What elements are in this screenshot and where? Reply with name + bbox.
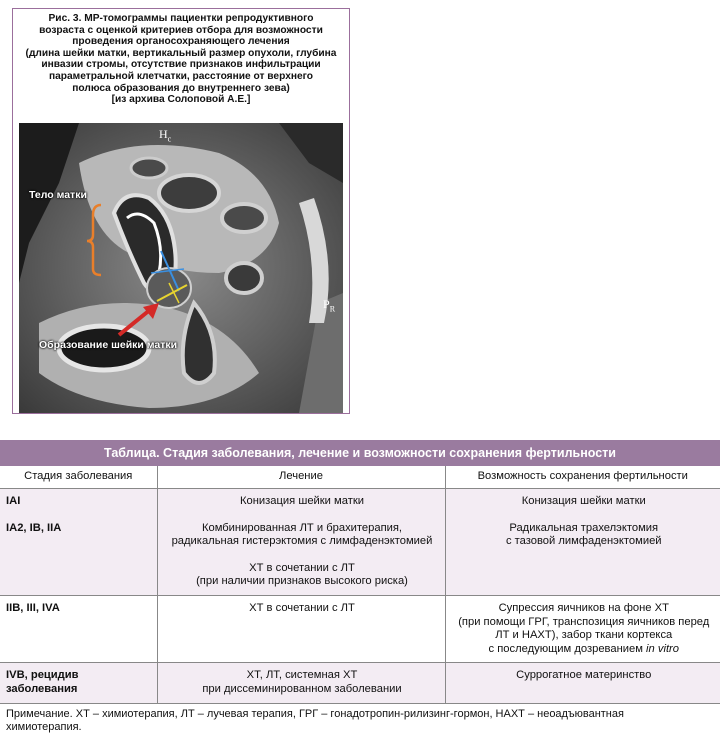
caption-line: Рис. 3. МР-томограммы пациентки репродук…	[48, 13, 314, 24]
table-row: IVB, рецидив заболевания ХТ, ЛТ, системн…	[0, 662, 720, 703]
stage-table-section: Таблица. Стадия заболевания, лечение и в…	[0, 440, 720, 734]
treatment-text: (при наличии признаков высокого риска)	[196, 575, 408, 588]
treatment-text: при диссеминированном заболевании	[202, 682, 402, 695]
stage-text: IVB, рецидив	[6, 669, 79, 682]
mri-image: Нс РR Тело матки Образование шейки матки	[19, 123, 343, 413]
table-header-row: Стадия заболевания Лечение Возможность с…	[0, 466, 720, 489]
caption-line: [из архива Солоповой А.Е.]	[111, 94, 251, 106]
caption-line: возраста с оценкой критериев отбора для …	[39, 24, 323, 36]
fertility-text: (при помощи ГРГ, транспозиция яичников п…	[458, 615, 710, 628]
table-row: IAI IA2, IB, IIA Конизация шейки матки К…	[0, 488, 720, 596]
cell-fertility: Супрессия яичников на фоне ХТ (при помощ…	[444, 594, 720, 663]
cell-fertility: Конизация шейки матки Радикальная трахел…	[444, 488, 720, 596]
letter-right: Р	[323, 297, 330, 311]
cell-treatment: ХТ в сочетании с ЛТ	[156, 594, 445, 663]
treatment-text: Конизация шейки матки	[240, 495, 364, 507]
cell-stage: IAI IA2, IB, IIA	[0, 488, 157, 596]
fertility-text: с тазовой лимфаденэктомией	[505, 535, 662, 548]
cell-treatment: Конизация шейки матки Комбинированная ЛТ…	[156, 488, 445, 596]
caption-line: параметральной клетчатки, расстояние от …	[48, 70, 314, 82]
caption-line: инвазии стромы, отсутствие признаков инф…	[41, 59, 321, 71]
caption-line: проведения органосохраняющего лечения	[72, 36, 290, 48]
mri-scan	[19, 123, 343, 413]
fertility-text: Супрессия яичников на фоне ХТ	[498, 601, 669, 614]
spacer	[166, 549, 439, 562]
stage-text: IAI	[6, 495, 21, 507]
letter-top: Н	[159, 127, 168, 141]
treatment-text: ХТ в сочетании с ЛТ	[249, 601, 355, 614]
fertility-italic: in vitro	[646, 642, 679, 655]
fertility-text: Суррогатное материнство	[516, 669, 652, 682]
table-title: Таблица. Стадия заболевания, лечение и в…	[0, 440, 720, 466]
fertility-text: Конизация шейки матки	[521, 495, 646, 507]
figure-caption: Рис. 3. МР-томограммы пациентки репродук…	[13, 13, 349, 106]
header-stage: Стадия заболевания	[0, 466, 157, 489]
treatment-text: Комбинированная ЛТ и брахитерапия,	[201, 521, 403, 534]
caption-line: полюса образования до внутреннего зева)	[72, 82, 290, 94]
fertility-text: с последующим дозреванием	[488, 642, 643, 655]
label-letter-top: Нс	[159, 127, 171, 143]
stage-text: IA2, IB, IIA	[6, 521, 62, 534]
stage-table: Стадия заболевания Лечение Возможность с…	[0, 466, 720, 703]
figure-frame: Рис. 3. МР-томограммы пациентки репродук…	[12, 8, 350, 414]
fertility-text: ЛТ и НАХТ), забор ткани кортекса	[495, 629, 673, 642]
spacer	[6, 509, 151, 522]
label-uterus-body: Тело матки	[29, 189, 87, 201]
cell-treatment: ХТ, ЛТ, системная ХТ при диссеминированн…	[156, 662, 445, 703]
label-letter-right: РR	[323, 297, 335, 313]
letter-top-sub: с	[167, 134, 172, 144]
note-line: химиотерапия.	[6, 720, 82, 733]
treatment-text: радикальная гистерэктомия с лимфаденэкто…	[171, 535, 433, 548]
header-treatment: Лечение	[156, 466, 445, 489]
letter-right-sub: R	[329, 304, 336, 314]
stage-text: IIB, III, IVA	[6, 601, 60, 614]
label-cervix-mass: Образование шейки матки	[39, 339, 178, 351]
fertility-text-last: с последующим дозреванием in vitro	[454, 643, 715, 657]
treatment-text: ХТ в сочетании с ЛТ	[249, 561, 355, 574]
stage-text: заболевания	[6, 682, 78, 695]
note-line: Примечание. ХТ – химиотерапия, ЛТ – луче…	[6, 707, 624, 720]
table-note: Примечание. ХТ – химиотерапия, ЛТ – луче…	[0, 702, 720, 734]
cell-stage: IIB, III, IVA	[0, 594, 157, 663]
spacer	[454, 509, 715, 522]
cell-stage: IVB, рецидив заболевания	[0, 662, 157, 703]
table-row: IIB, III, IVA ХТ в сочетании с ЛТ Супрес…	[0, 594, 720, 663]
caption-line: (длина шейки матки, вертикальный размер …	[25, 47, 337, 59]
fertility-text: Радикальная трахелэктомия	[509, 521, 659, 534]
cell-fertility: Суррогатное материнство	[444, 662, 720, 703]
treatment-text: ХТ, ЛТ, системная ХТ	[246, 669, 358, 682]
spacer	[166, 509, 439, 522]
header-fertility: Возможность сохранения фертильности	[444, 466, 720, 489]
